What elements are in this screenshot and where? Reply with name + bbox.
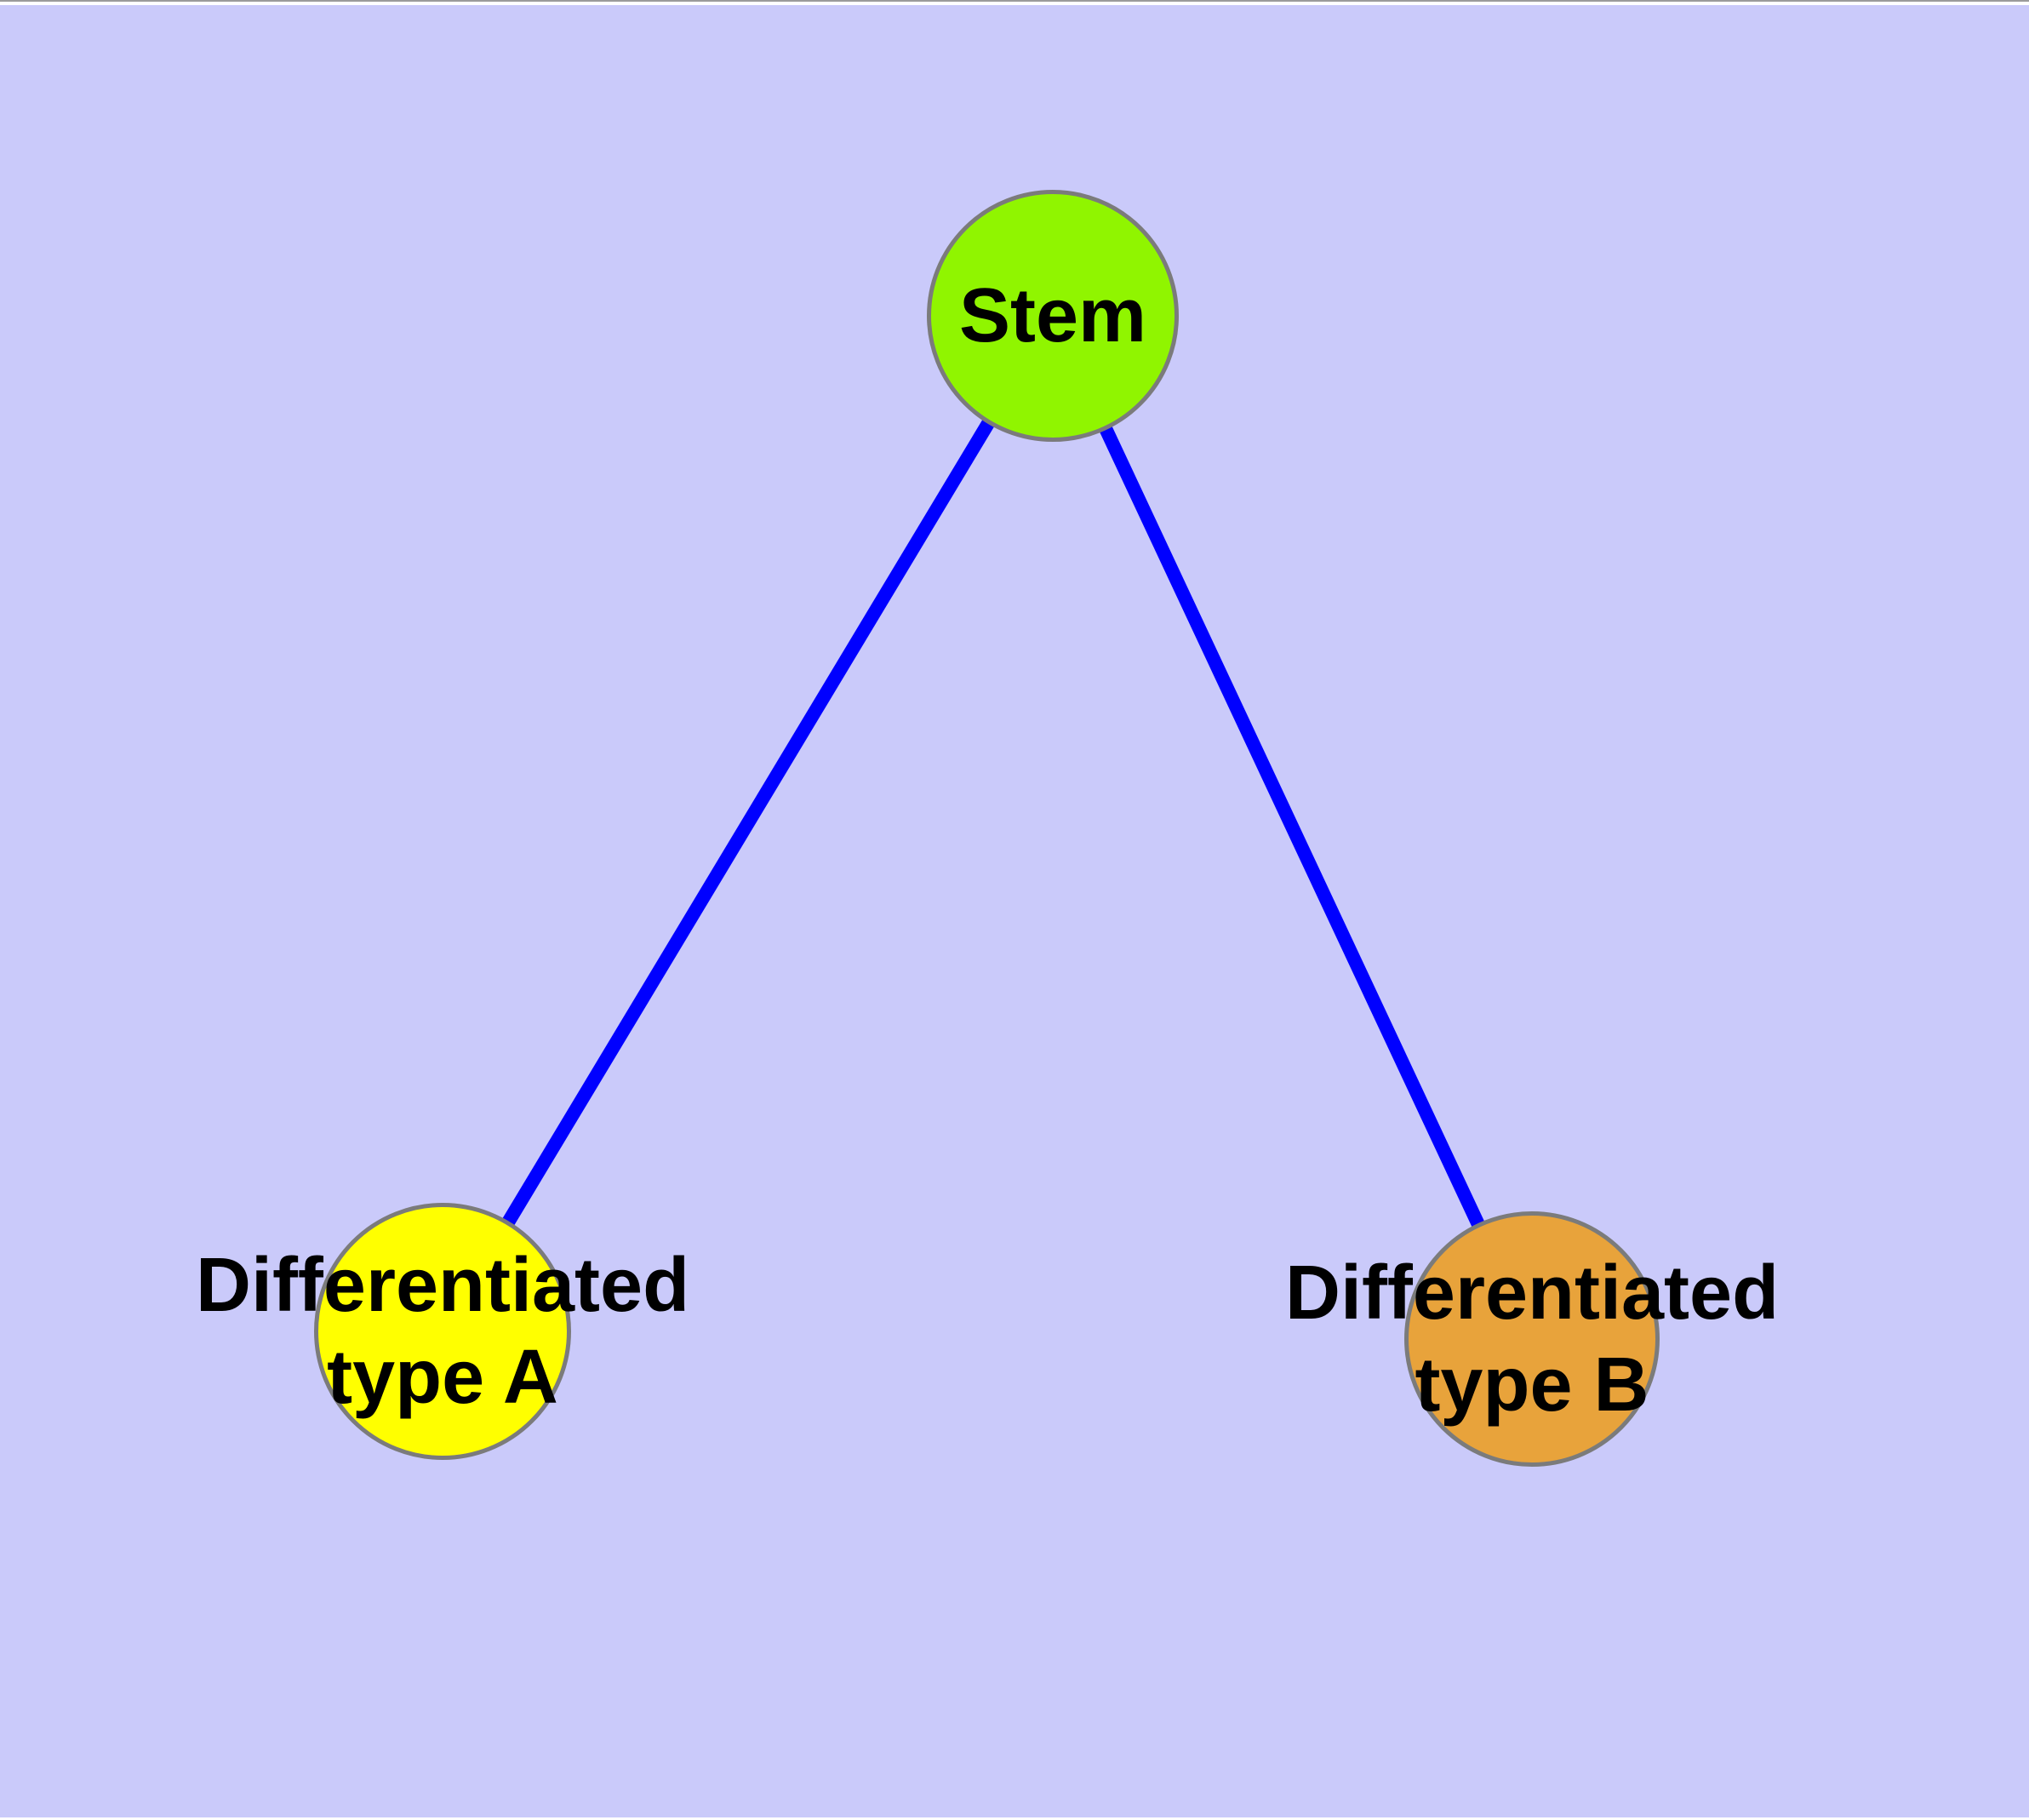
node-differentiated-type-a xyxy=(314,1203,571,1460)
node-label-differentiated-type-a: Differentiated type A xyxy=(195,1243,690,1420)
node-label-stem: Stem xyxy=(958,273,1147,358)
top-edge-line xyxy=(0,0,2029,2)
node-differentiated-type-b xyxy=(1404,1211,1660,1467)
node-label-differentiated-type-b: Differentiated type B xyxy=(1284,1251,1780,1428)
edge-stem-to-type-b xyxy=(1046,312,1539,1342)
edge-stem-to-type-a xyxy=(437,312,1059,1336)
node-stem xyxy=(927,190,1179,442)
